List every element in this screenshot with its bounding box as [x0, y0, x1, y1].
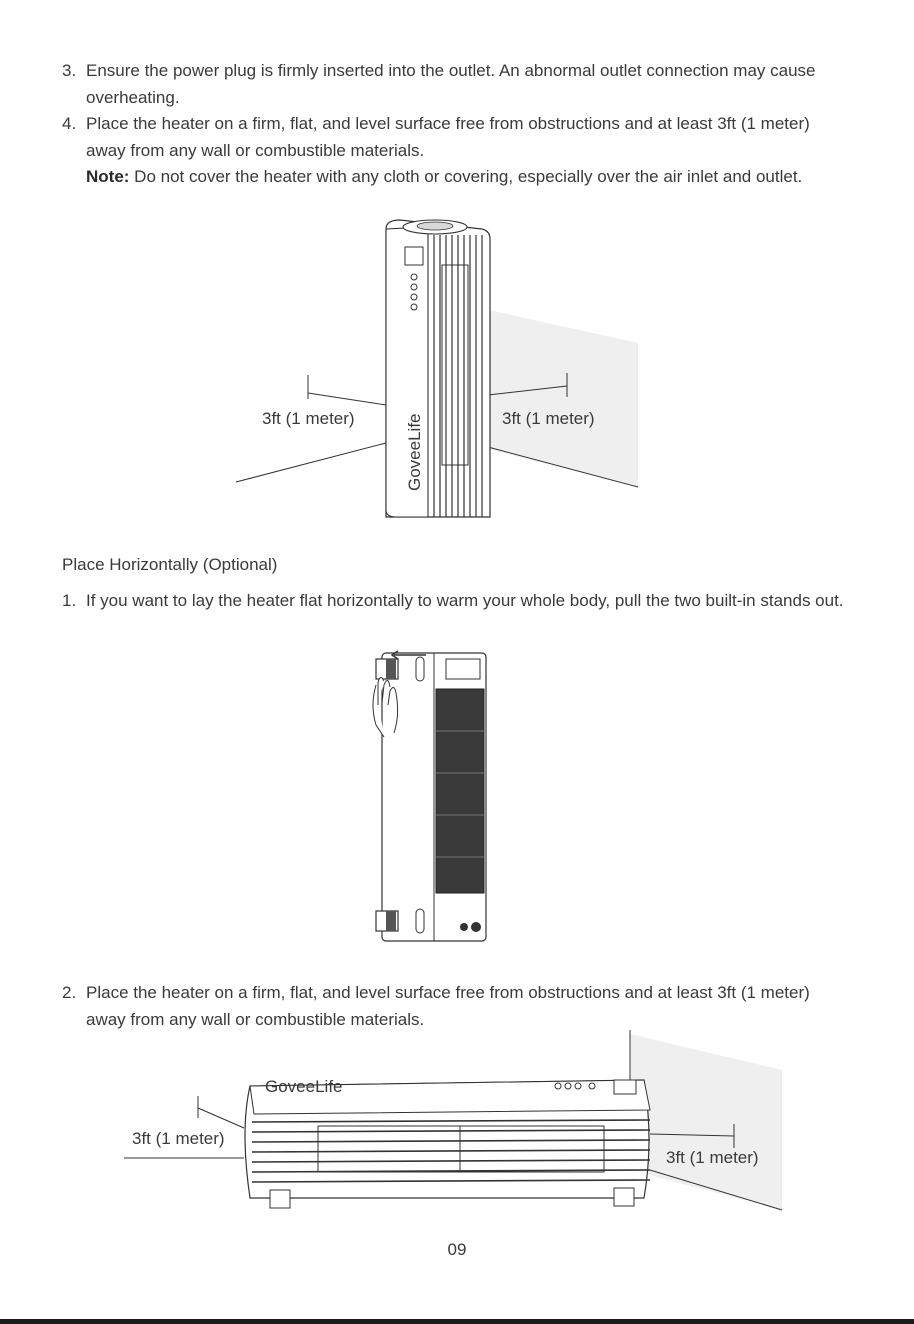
vertical-clearance-figure: GoveeLife 3ft (1 meter) 3ft (1 meter)	[235, 219, 639, 518]
floor-line-right	[487, 446, 639, 488]
clearance-line-left	[307, 392, 387, 406]
page-number: 09	[447, 1240, 467, 1259]
clearance-label-right: 3ft (1 meter)	[502, 409, 595, 428]
wall-shape	[480, 308, 638, 487]
note: Note: Do not cover the heater with any c…	[62, 164, 852, 191]
horizontal-heater	[244, 1079, 651, 1209]
note-text: Do not cover the heater with any cloth o…	[129, 167, 803, 186]
step-number: 4.	[62, 114, 77, 133]
clearance-line-right	[487, 385, 568, 396]
top-stand	[375, 658, 399, 680]
clearance-label-left: 3ft (1 meter)	[262, 409, 355, 428]
step-text: Place the heater on a firm, flat, and le…	[86, 983, 810, 1029]
arrow-head-icon	[390, 650, 399, 660]
section-heading: Place Horizontally (Optional)	[62, 555, 278, 574]
step-text: If you want to lay the heater flat horiz…	[86, 591, 844, 610]
step-4: 4. Place the heater on a firm, flat, and…	[62, 111, 852, 164]
clearance-label-right: 3ft (1 meter)	[666, 1148, 759, 1167]
step-number: 1.	[62, 591, 77, 610]
brand-logo-text: GoveeLife	[265, 1077, 343, 1096]
pull-stands-figure	[372, 650, 487, 942]
step-text: Ensure the power plug is firmly inserted…	[86, 61, 816, 107]
floor-line-left	[235, 442, 387, 483]
horizontal-step-1: 1. If you want to lay the heater flat ho…	[62, 588, 852, 615]
horizontal-step-2: 2. Place the heater on a firm, flat, and…	[62, 980, 852, 1033]
clearance-label-left: 3ft (1 meter)	[132, 1129, 225, 1148]
step-3: 3. Ensure the power plug is firmly inser…	[62, 58, 852, 111]
wall-shape	[630, 1034, 782, 1210]
heater-back-view	[381, 652, 487, 942]
step-number: 3.	[62, 61, 77, 80]
tower-heater	[385, 219, 491, 518]
step-text: Place the heater on a firm, flat, and le…	[86, 114, 810, 160]
clearance-line-left	[197, 1107, 245, 1129]
note-label: Note:	[86, 167, 130, 186]
hand-icon	[372, 677, 399, 738]
bottom-rule	[0, 1319, 914, 1324]
floor-line-right	[649, 1169, 783, 1211]
horizontal-clearance-figure: GoveeLife 3ft (1 meter) 3ft (1 meter)	[124, 1030, 783, 1211]
bottom-stand	[375, 910, 399, 932]
clearance-line-right	[649, 1133, 735, 1137]
brand-logo-text: GoveeLife	[405, 414, 424, 492]
step-number: 2.	[62, 983, 77, 1002]
